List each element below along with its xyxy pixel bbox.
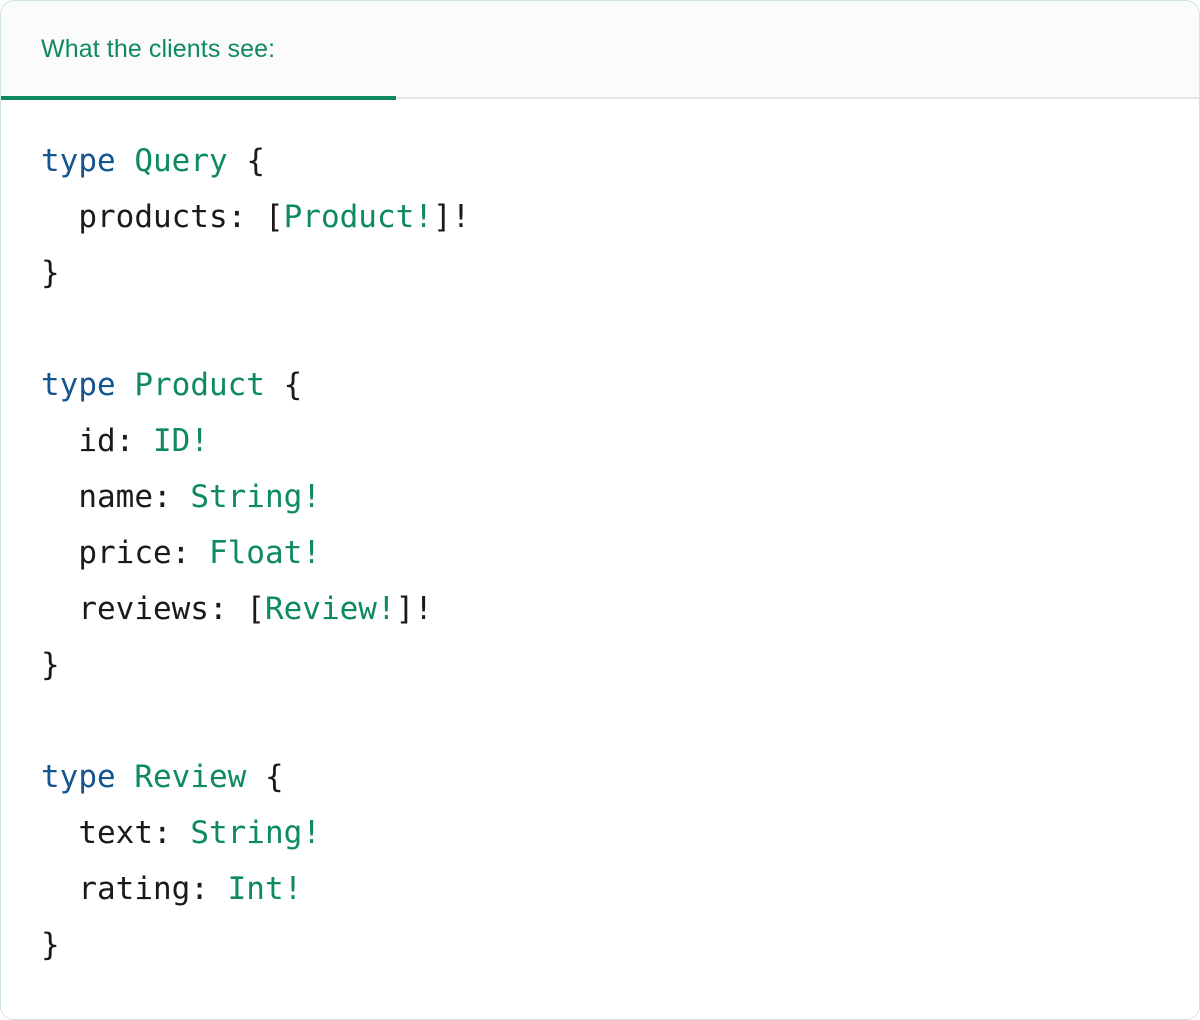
code-token-type: String! bbox=[190, 479, 321, 515]
code-token-type: String! bbox=[190, 815, 321, 851]
code-token-punc: } bbox=[41, 927, 60, 963]
code-token-punc bbox=[116, 367, 135, 403]
code-token-kw: type bbox=[41, 143, 116, 179]
code-token-field: price: bbox=[41, 535, 209, 571]
code-line: id: ID! bbox=[41, 413, 1199, 469]
code-token-type: Float! bbox=[208, 535, 321, 571]
code-line: products: [Product!]! bbox=[41, 189, 1199, 245]
code-line: type Review { bbox=[41, 749, 1199, 805]
code-line: } bbox=[41, 245, 1199, 301]
code-token-punc bbox=[41, 703, 60, 739]
code-line: price: Float! bbox=[41, 525, 1199, 581]
tab-active-indicator bbox=[1, 96, 396, 100]
code-token-punc bbox=[116, 759, 135, 795]
code-line: type Query { bbox=[41, 133, 1199, 189]
tab-what-the-clients-see[interactable]: What the clients see: bbox=[1, 1, 396, 100]
code-token-punc: { bbox=[246, 759, 284, 795]
code-token-type: Product bbox=[134, 367, 265, 403]
code-token-punc bbox=[116, 143, 135, 179]
code-line bbox=[41, 301, 1199, 357]
code-token-punc: { bbox=[264, 367, 303, 403]
code-line: reviews: [Review!]! bbox=[41, 581, 1199, 637]
code-token-field: id: bbox=[41, 423, 153, 459]
code-token-type: Query bbox=[134, 143, 228, 179]
code-line: text: String! bbox=[41, 805, 1199, 861]
code-token-field: name: bbox=[41, 479, 191, 515]
code-token-punc: } bbox=[41, 255, 60, 291]
code-token-punc bbox=[41, 311, 60, 347]
code-panel: type Query { products: [Product!]!} type… bbox=[1, 99, 1199, 973]
code-token-type: ID! bbox=[152, 423, 209, 459]
code-token-type: Review bbox=[134, 759, 247, 795]
code-token-field: products: bbox=[41, 199, 265, 235]
graphql-schema-code: type Query { products: [Product!]!} type… bbox=[1, 133, 1199, 973]
code-token-punc: [ bbox=[246, 591, 265, 627]
code-line: } bbox=[41, 917, 1199, 973]
tab-label: What the clients see: bbox=[41, 34, 276, 63]
code-token-field: reviews: bbox=[41, 591, 247, 627]
code-token-type: Int! bbox=[227, 871, 303, 907]
code-token-kw: type bbox=[41, 367, 116, 403]
code-token-field: text: bbox=[41, 815, 191, 851]
code-token-kw: type bbox=[41, 759, 116, 795]
code-token-type: Product! bbox=[283, 199, 433, 235]
code-token-punc: ]! bbox=[432, 199, 471, 235]
code-token-punc: } bbox=[41, 647, 60, 683]
code-line: } bbox=[41, 637, 1199, 693]
code-token-punc: { bbox=[227, 143, 265, 179]
code-line: type Product { bbox=[41, 357, 1199, 413]
code-line bbox=[41, 693, 1199, 749]
code-token-type: Review! bbox=[264, 591, 396, 627]
code-token-punc: [ bbox=[264, 199, 284, 235]
code-line: rating: Int! bbox=[41, 861, 1199, 917]
tab-strip: What the clients see: bbox=[1, 1, 1199, 100]
code-token-punc: ]! bbox=[395, 591, 433, 627]
code-line: name: String! bbox=[41, 469, 1199, 525]
code-token-field: rating: bbox=[41, 871, 228, 907]
